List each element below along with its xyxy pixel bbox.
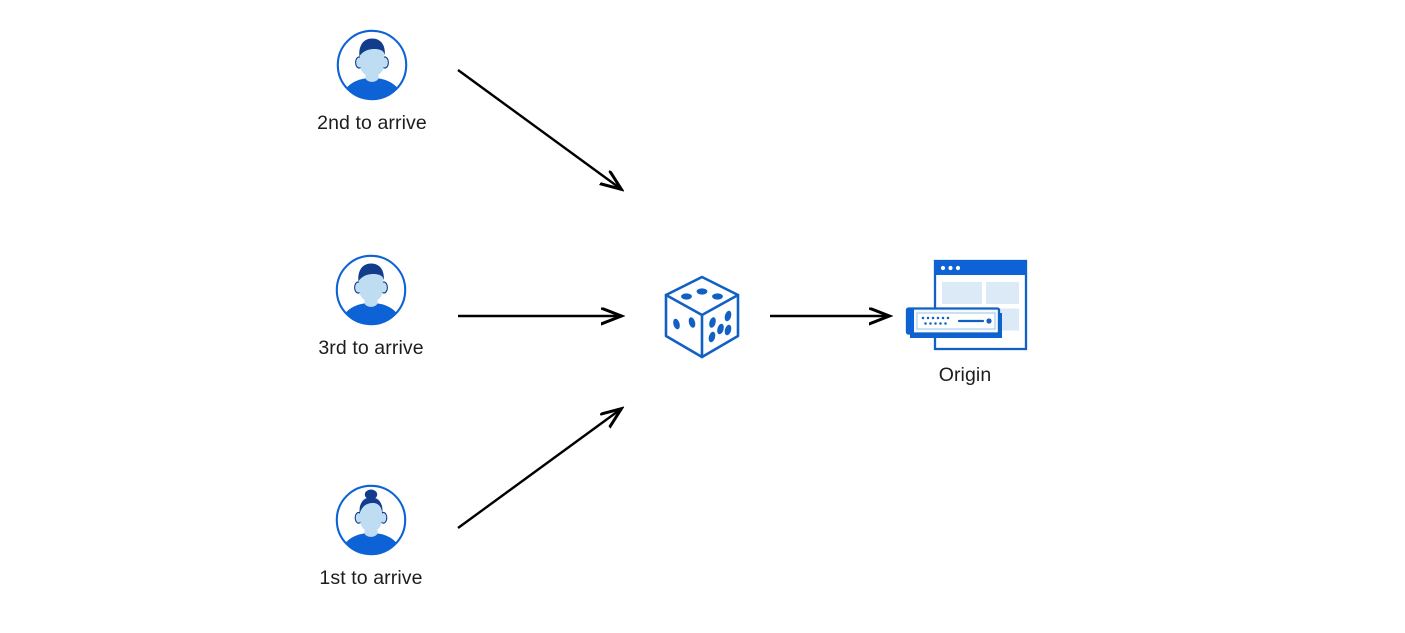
dice-icon [659, 270, 745, 364]
client-middle-label: 3rd to arrive [318, 337, 424, 359]
user-avatar-icon [334, 253, 408, 327]
node-client-bottom: 1st to arrive [309, 483, 433, 590]
node-client-top: 2nd to arrive [310, 28, 434, 135]
client-bottom-label: 1st to arrive [319, 567, 423, 589]
arrow-client-top-to-dice [457, 69, 621, 189]
user-avatar-icon-female [334, 483, 408, 557]
arrow-client-bottom-to-dice [457, 409, 621, 529]
node-origin: Origin [902, 258, 1028, 387]
node-load-balancer [659, 270, 745, 364]
user-avatar-icon [335, 28, 409, 102]
node-client-middle: 3rd to arrive [309, 253, 433, 360]
origin-label: Origin [938, 364, 992, 386]
client-top-label: 2nd to arrive [317, 112, 427, 134]
origin-server-icon [902, 258, 1028, 358]
